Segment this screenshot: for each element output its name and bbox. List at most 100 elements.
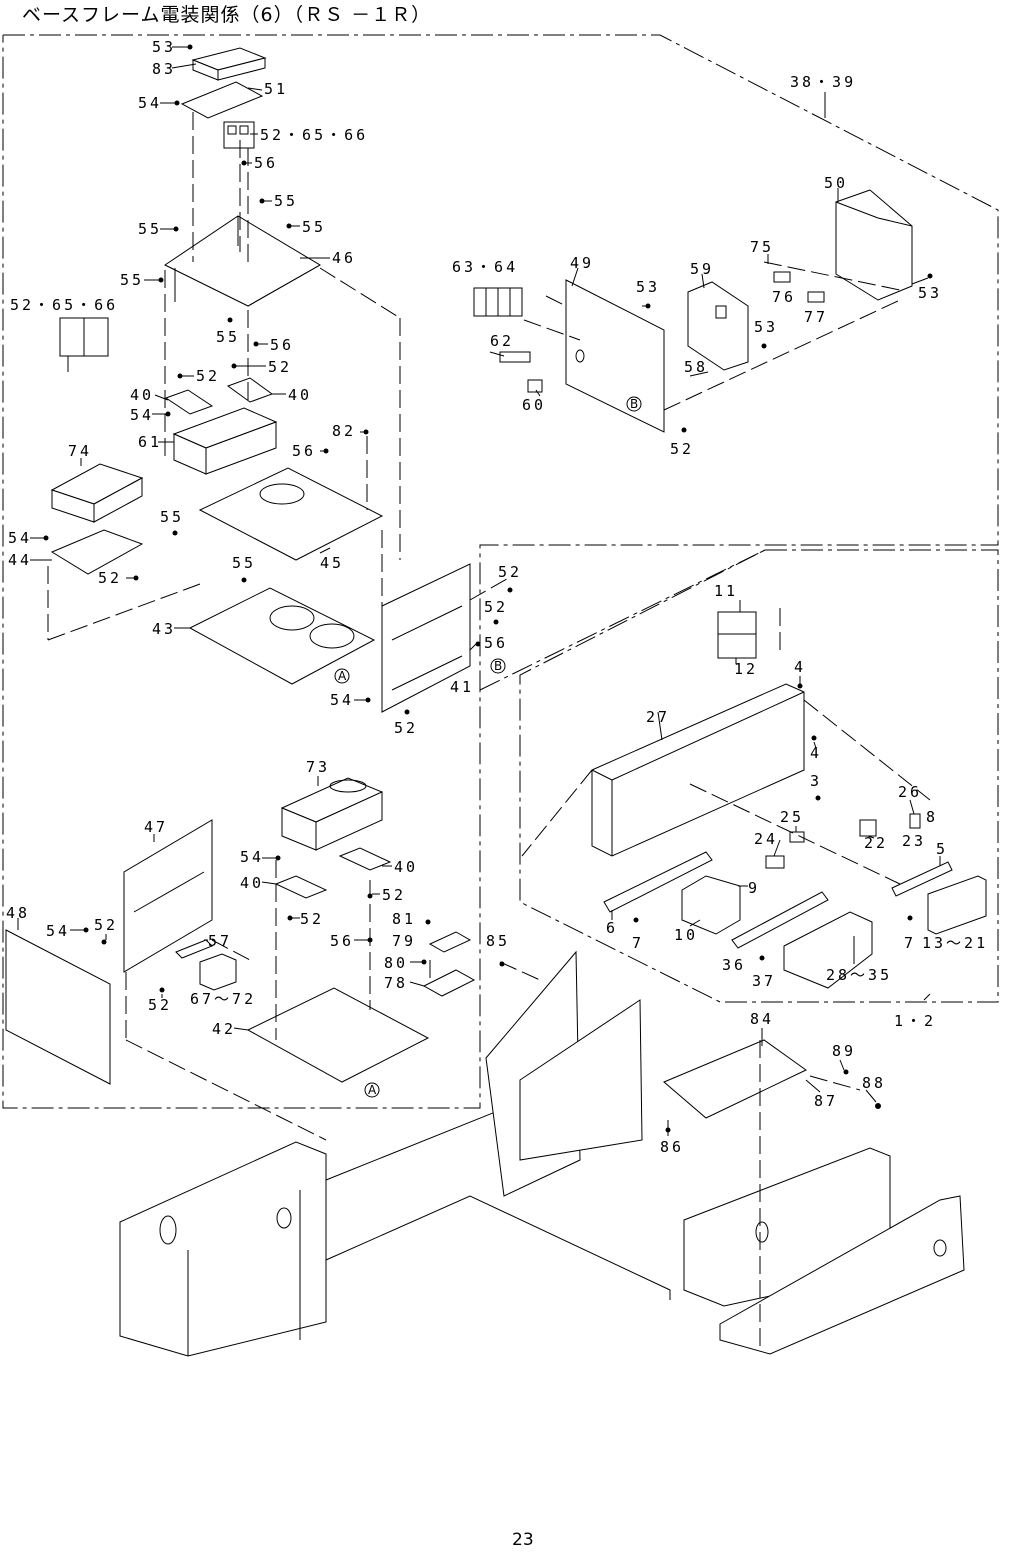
- part-connector-76: [773, 271, 791, 283]
- part-label: 40: [288, 386, 312, 404]
- part-label: 59: [690, 260, 714, 278]
- part-label: 12: [734, 660, 758, 678]
- reference-marker-a-1: A: [334, 668, 350, 684]
- part-label: 84: [750, 1010, 774, 1028]
- part-label: 47: [144, 818, 168, 836]
- part-board-59: [687, 281, 749, 371]
- part-label: 80: [384, 954, 408, 972]
- part-label: 52: [94, 916, 118, 934]
- part-label: 5: [936, 840, 948, 858]
- reference-marker-b-1: B: [626, 396, 642, 412]
- part-label: 46: [332, 249, 356, 267]
- part-label: 7: [904, 934, 916, 952]
- part-label: 4: [794, 658, 806, 676]
- part-label: 53: [636, 278, 660, 296]
- part-label: 52: [148, 996, 172, 1014]
- part-block-13-21: [927, 875, 987, 935]
- part-bracket-40c: [274, 875, 328, 899]
- part-label: 37: [752, 972, 776, 990]
- part-label: 57: [208, 932, 232, 950]
- part-label: 49: [570, 254, 594, 272]
- part-label: 55: [216, 328, 240, 346]
- reference-marker-b-2: B: [490, 658, 506, 674]
- part-label: 75: [750, 238, 774, 256]
- part-bracket-40d: [338, 847, 392, 871]
- part-label: 13～21: [922, 934, 988, 952]
- part-label: 52: [196, 367, 220, 385]
- part-label: 4: [810, 744, 822, 762]
- part-label: 86: [660, 1138, 684, 1156]
- part-unit-74: [50, 463, 144, 523]
- part-label: 27: [646, 708, 670, 726]
- part-label: 58: [684, 358, 708, 376]
- part-panel-49: [565, 279, 665, 433]
- part-label: 38・39: [790, 73, 856, 91]
- part-relay-11-12: [717, 611, 757, 659]
- part-label: 45: [320, 554, 344, 572]
- part-label: 54: [330, 691, 354, 709]
- part-label: 82: [332, 422, 356, 440]
- assembly-lines: [47, 112, 931, 1350]
- leader-lines: [17, 46, 941, 1136]
- part-label: 52: [394, 719, 418, 737]
- part-label: 56: [270, 336, 294, 354]
- part-unit-61: [172, 407, 278, 475]
- part-labels: 53 83 54 51 52・65・66 56 55 55 55 46 55 5…: [6, 38, 988, 1156]
- group-boundary-left: [2, 34, 999, 1109]
- part-label: 88: [862, 1074, 886, 1092]
- reference-marker-a-2: A: [364, 1082, 380, 1098]
- part-panel-41: [381, 563, 471, 713]
- part-connector-60: [527, 379, 543, 393]
- part-label: 53: [754, 318, 778, 336]
- part-label: 36: [722, 956, 746, 974]
- svg-text:A: A: [338, 669, 347, 683]
- part-bracket-57: [175, 939, 213, 959]
- part-label: 55: [232, 554, 256, 572]
- part-relay-block-left: [59, 317, 109, 357]
- part-label: 1・2: [894, 1012, 936, 1030]
- part-label: 52・65・66: [260, 126, 368, 144]
- part-rail-6: [603, 851, 713, 913]
- part-board-79: [428, 931, 472, 953]
- part-25: [789, 831, 805, 843]
- part-box-27: [591, 683, 805, 857]
- part-label: 52: [382, 886, 406, 904]
- part-label: 22: [864, 834, 888, 852]
- part-label: 55: [138, 220, 162, 238]
- part-plate-44: [50, 529, 144, 575]
- part-label: 55: [274, 192, 298, 210]
- part-label: 42: [212, 1020, 236, 1038]
- svg-text:B: B: [494, 659, 502, 673]
- part-label: 85: [486, 932, 510, 950]
- part-label: 77: [804, 308, 828, 326]
- part-enclosure-50: [835, 189, 913, 301]
- part-connector-77: [807, 291, 825, 303]
- part-label: 54: [8, 529, 32, 547]
- part-label: 56: [292, 442, 316, 460]
- part-label: 52・65・66: [10, 296, 118, 314]
- part-26: [909, 813, 921, 829]
- part-tray-42: [246, 987, 430, 1083]
- part-box-83: [191, 47, 267, 81]
- fastener-dots: [43, 44, 933, 1133]
- part-label: 8: [926, 808, 938, 826]
- part-label: 40: [130, 386, 154, 404]
- part-label: 11: [714, 582, 738, 600]
- part-24: [765, 855, 785, 869]
- part-label: 23: [902, 832, 926, 850]
- part-label: 81: [392, 910, 416, 928]
- part-connector-63-64: [473, 287, 523, 317]
- page-number: 23: [512, 1530, 534, 1550]
- part-label: 60: [522, 396, 546, 414]
- part-label: 53: [918, 284, 942, 302]
- part-label: 56: [254, 154, 278, 172]
- part-label: 55: [120, 271, 144, 289]
- part-label: 40: [394, 858, 418, 876]
- part-bracket-46: [164, 215, 321, 307]
- part-plate-43: [188, 587, 376, 685]
- part-relay-block-top: [223, 121, 255, 149]
- part-label: 10: [674, 926, 698, 944]
- part-label: 28～35: [826, 966, 892, 984]
- part-label: 56: [484, 634, 508, 652]
- part-block-67-72: [199, 953, 237, 991]
